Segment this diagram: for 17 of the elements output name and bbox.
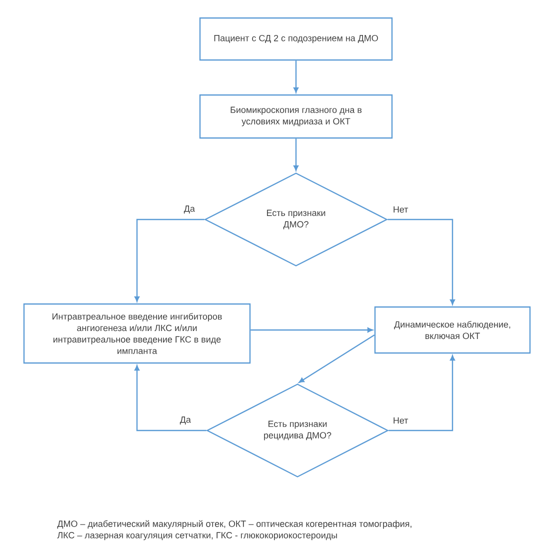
- arrow: [294, 138, 298, 171]
- edge-label: Да: [184, 206, 195, 214]
- process-box: Биомикроскопия глазного дна в условиях мидриаза и ОКТ: [199, 94, 393, 139]
- process-box: Пациент с СД 2 с подозрением на ДМО: [199, 17, 393, 61]
- arrow: [388, 355, 455, 432]
- caption: ДМО – диабетический макулярный отек, ОКТ – оптическая когерентная томография, ЛКС – лазерная коагуляция сетчатки, ГКС - глюкокориокостероиды: [57, 520, 412, 540]
- edge-label: Нет: [394, 417, 408, 424]
- arrow: [294, 60, 298, 93]
- arrow: [250, 328, 373, 332]
- arrow: [134, 365, 206, 432]
- process-box: Динамическое наблюдение, включая ОКТ: [374, 306, 531, 354]
- arrow: [298, 334, 375, 383]
- edge-label: Нет: [394, 206, 408, 213]
- arrow: [134, 218, 204, 302]
- edge-label: Да: [180, 416, 191, 424]
- process-box: Интравтреальное введение ингибиторов ангиогенеза и/или ЛКС и/или интравитреальное введение ГКС в виде импланта: [23, 303, 251, 364]
- arrow: [388, 218, 455, 305]
